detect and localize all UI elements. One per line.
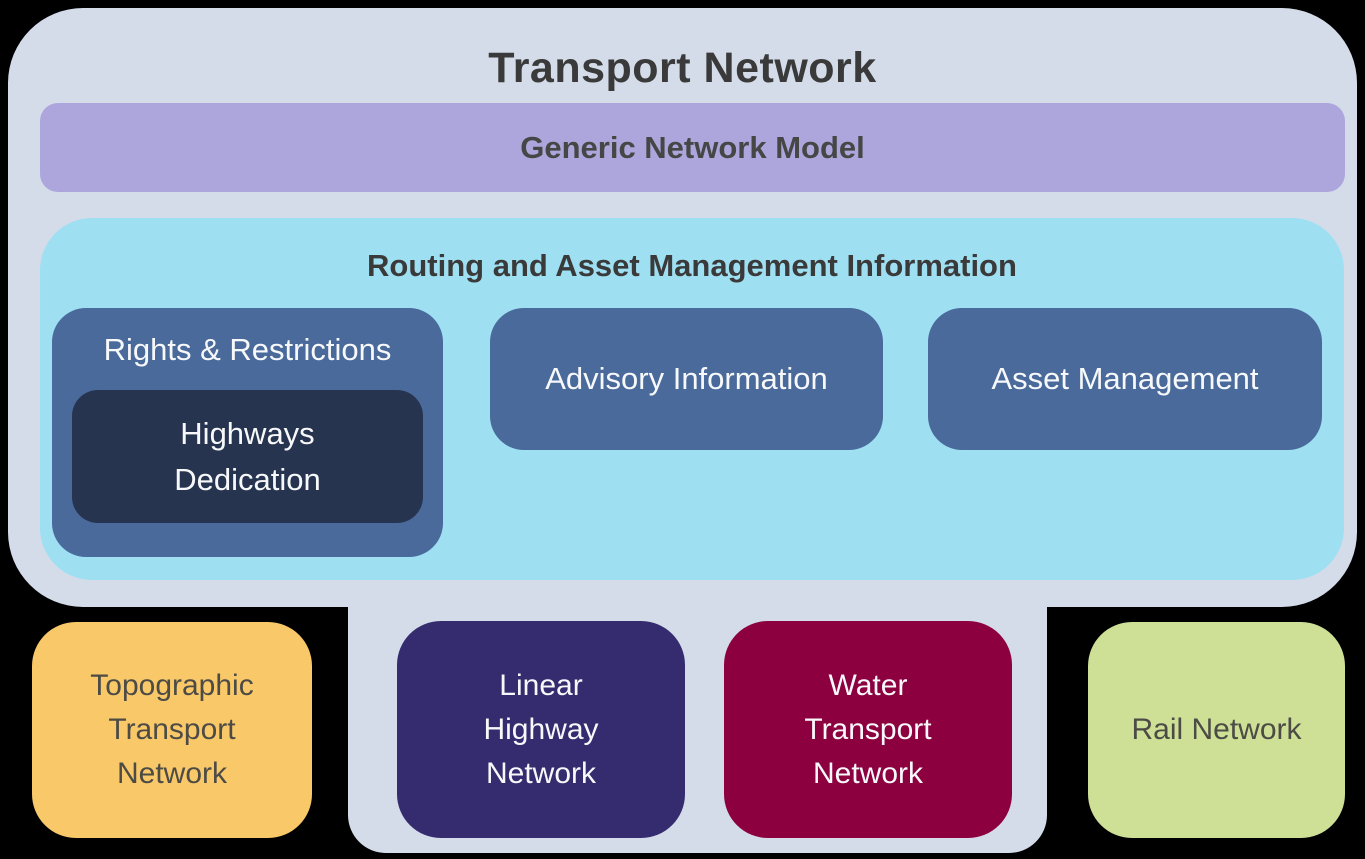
routing-asset-title: Routing and Asset Management Information: [367, 248, 1017, 283]
generic-network-model-label: Generic Network Model: [520, 129, 865, 165]
rights-restrictions-box: Rights & Restrictions Highways Dedicatio…: [52, 308, 443, 557]
diagram-title: Transport Network: [488, 44, 877, 92]
rail-network-box: Rail Network: [1088, 622, 1345, 838]
advisory-information-label: Advisory Information: [545, 361, 828, 396]
topographic-transport-network-box: Topographic Transport Network: [32, 622, 312, 838]
advisory-information-box: Advisory Information: [490, 308, 883, 450]
highways-dedication-box: Highways Dedication: [72, 390, 423, 523]
asset-management-box: Asset Management: [928, 308, 1322, 450]
generic-network-model-bar: Generic Network Model: [40, 103, 1345, 192]
rights-restrictions-label: Rights & Restrictions: [103, 332, 392, 367]
water-transport-network-box: Water Transport Network: [724, 621, 1012, 838]
asset-management-label: Asset Management: [991, 361, 1259, 396]
routing-asset-container: Routing and Asset Management Information…: [40, 218, 1344, 580]
linear-highway-network-box: Linear Highway Network: [397, 621, 685, 838]
